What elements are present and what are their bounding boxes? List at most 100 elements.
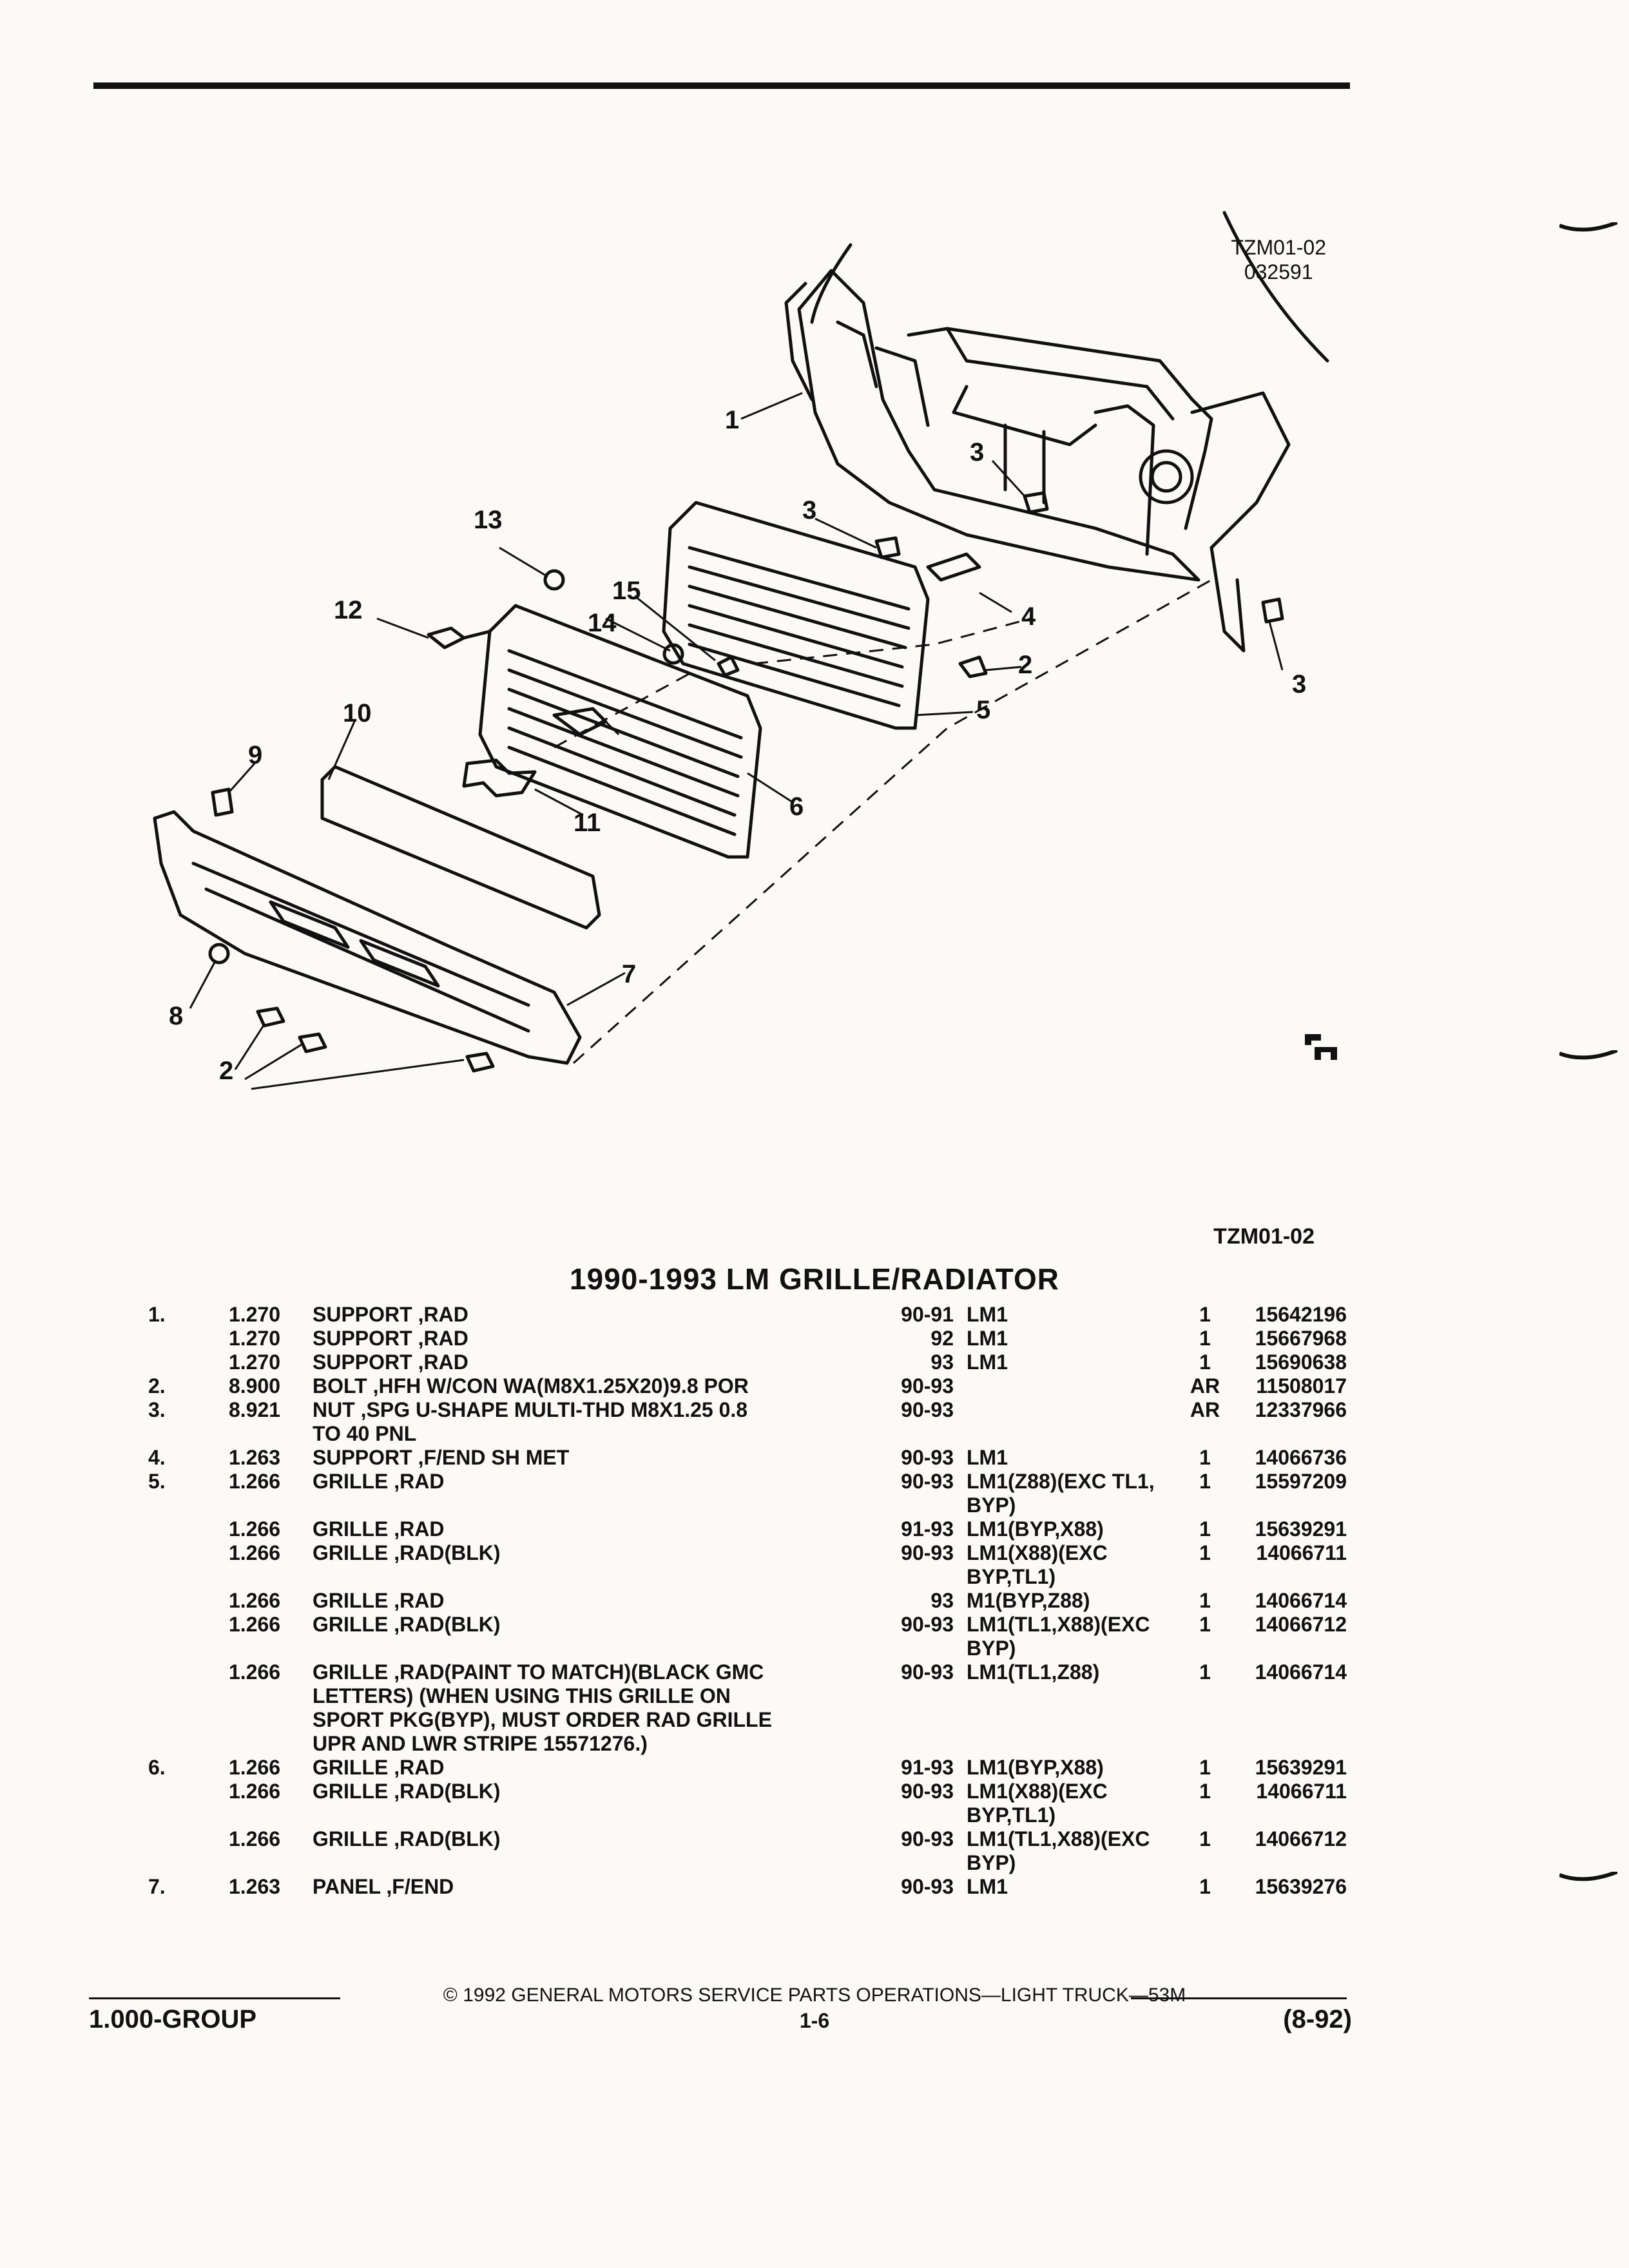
part-number: 14066714 xyxy=(1255,1589,1347,1612)
part-quantity: 1 xyxy=(1199,1303,1211,1326)
part-number: 14066712 xyxy=(1255,1613,1347,1636)
part-number: 14066711 xyxy=(1256,1541,1347,1564)
part-quantity: AR xyxy=(1190,1374,1220,1398)
drawing-id-line1: TZM01-02 xyxy=(1231,236,1326,259)
part-years: 91-93 xyxy=(901,1517,954,1541)
top-rule xyxy=(93,82,1350,89)
part-quantity: 1 xyxy=(1199,1756,1211,1779)
part-quantity: 1 xyxy=(1199,1517,1211,1541)
part-item-number xyxy=(148,1827,229,1875)
part-item-number: 7. xyxy=(148,1875,166,1898)
part-description: NUT ,SPG U-SHAPE MULTI-THD M8X1.25 0.8 T… xyxy=(313,1398,748,1445)
part-model: LM1 xyxy=(967,1327,1008,1350)
part-quantity: 1 xyxy=(1199,1446,1211,1469)
part-quantity: 1 xyxy=(1199,1350,1211,1374)
callout-9: 9 xyxy=(248,741,263,769)
part-group-number: 1.266 xyxy=(229,1541,281,1564)
grille-5-drawing xyxy=(662,501,930,730)
callout-2-left: 2 xyxy=(219,1057,234,1085)
part-model: LM1 xyxy=(967,1303,1008,1326)
drawing-id: TZM01-02 032591 xyxy=(1231,235,1326,284)
part-description: SUPPORT ,RAD xyxy=(313,1303,468,1326)
part-model: LM1(BYP,X88) xyxy=(967,1756,1104,1779)
part-number: 14066711 xyxy=(1256,1780,1347,1803)
part-item-number xyxy=(148,1660,229,1756)
edge-tick-3 xyxy=(1559,1872,1617,1881)
part-quantity: 1 xyxy=(1199,1827,1211,1850)
callout-15: 15 xyxy=(612,577,641,605)
part-years: 90-93 xyxy=(901,1660,954,1684)
part-quantity: AR xyxy=(1190,1398,1220,1421)
callout-14: 14 xyxy=(588,609,617,637)
part-group-number: 1.266 xyxy=(229,1470,281,1493)
part-group-number: 1.266 xyxy=(229,1613,281,1636)
part-group-number: 1.266 xyxy=(229,1827,281,1850)
part-quantity: 1 xyxy=(1199,1875,1211,1898)
part-model: LM1(TL1,X88)(EXC BYP) xyxy=(967,1613,1150,1660)
part-number: 15642196 xyxy=(1255,1303,1347,1326)
callout-8: 8 xyxy=(169,1002,184,1030)
part-description: GRILLE ,RAD(BLK) xyxy=(313,1827,501,1850)
footer-date: (8-92) xyxy=(1283,2005,1352,2033)
logo-mark xyxy=(1302,1031,1340,1071)
part-number: 15639276 xyxy=(1255,1875,1347,1898)
part-description: GRILLE ,RAD xyxy=(313,1470,445,1493)
part-item-number: 3. xyxy=(148,1398,166,1421)
part-description: SUPPORT ,F/END SH MET xyxy=(313,1446,570,1469)
part-item-number xyxy=(148,1541,229,1589)
callout-3-top: 3 xyxy=(970,438,985,466)
part-model: LM1(TL1,X88)(EXC BYP) xyxy=(967,1827,1150,1874)
exploded-diagram xyxy=(153,211,1329,1090)
part-description: GRILLE ,RAD xyxy=(313,1589,445,1612)
part-item-number xyxy=(148,1589,229,1613)
part-model: LM1(Z88)(EXC TL1, BYP) xyxy=(967,1470,1155,1517)
part-years: 92 xyxy=(930,1327,954,1350)
part-years: 90-93 xyxy=(901,1374,954,1398)
part-number: 15639291 xyxy=(1255,1756,1347,1779)
front-panel-7-drawing xyxy=(153,810,582,1065)
part-item-number xyxy=(148,1327,229,1350)
callout-10: 10 xyxy=(343,699,372,727)
part-number: 14066736 xyxy=(1255,1446,1347,1469)
part-model: LM1 xyxy=(967,1350,1008,1374)
part-item-number: 2. xyxy=(148,1374,166,1398)
part-quantity: 1 xyxy=(1199,1541,1211,1564)
part-years: 90-93 xyxy=(901,1470,954,1493)
part-group-number: 1.270 xyxy=(229,1327,281,1350)
part-group-number: 1.266 xyxy=(229,1589,281,1612)
footer-copyright: © 1992 GENERAL MOTORS SERVICE PARTS OPER… xyxy=(443,1984,1186,2006)
callout-3-mid: 3 xyxy=(802,496,817,524)
part-group-number: 1.270 xyxy=(229,1350,281,1374)
part-item-number xyxy=(148,1517,229,1541)
part-group-number: 8.921 xyxy=(229,1398,281,1421)
logo-mark-icon xyxy=(1305,1034,1337,1060)
part-years: 91-93 xyxy=(901,1756,954,1779)
part-item-number: 5. xyxy=(148,1470,166,1493)
part-quantity: 1 xyxy=(1199,1589,1211,1612)
part-number: 15690638 xyxy=(1255,1350,1347,1374)
part-item-number xyxy=(148,1780,229,1827)
part-model xyxy=(967,1374,1186,1398)
footer-rule-left xyxy=(89,1997,340,1999)
part-years: 90-93 xyxy=(901,1613,954,1636)
part-group-number: 1.270 xyxy=(229,1303,281,1326)
part-model: LM1(X88)(EXC BYP,TL1) xyxy=(967,1780,1108,1827)
part-number: 15639291 xyxy=(1255,1517,1347,1541)
callout-5: 5 xyxy=(976,696,991,724)
radiator-support-drawing xyxy=(784,211,1329,653)
callout-6: 6 xyxy=(789,793,804,821)
part-years: 90-93 xyxy=(901,1780,954,1803)
footer-rule-right xyxy=(1131,1997,1347,1999)
part-quantity: 1 xyxy=(1199,1613,1211,1636)
part-years: 90-93 xyxy=(901,1541,954,1564)
part-model: LM1 xyxy=(967,1875,1008,1898)
part-description: GRILLE ,RAD(PAINT TO MATCH)(BLACK GMC LE… xyxy=(313,1660,772,1755)
